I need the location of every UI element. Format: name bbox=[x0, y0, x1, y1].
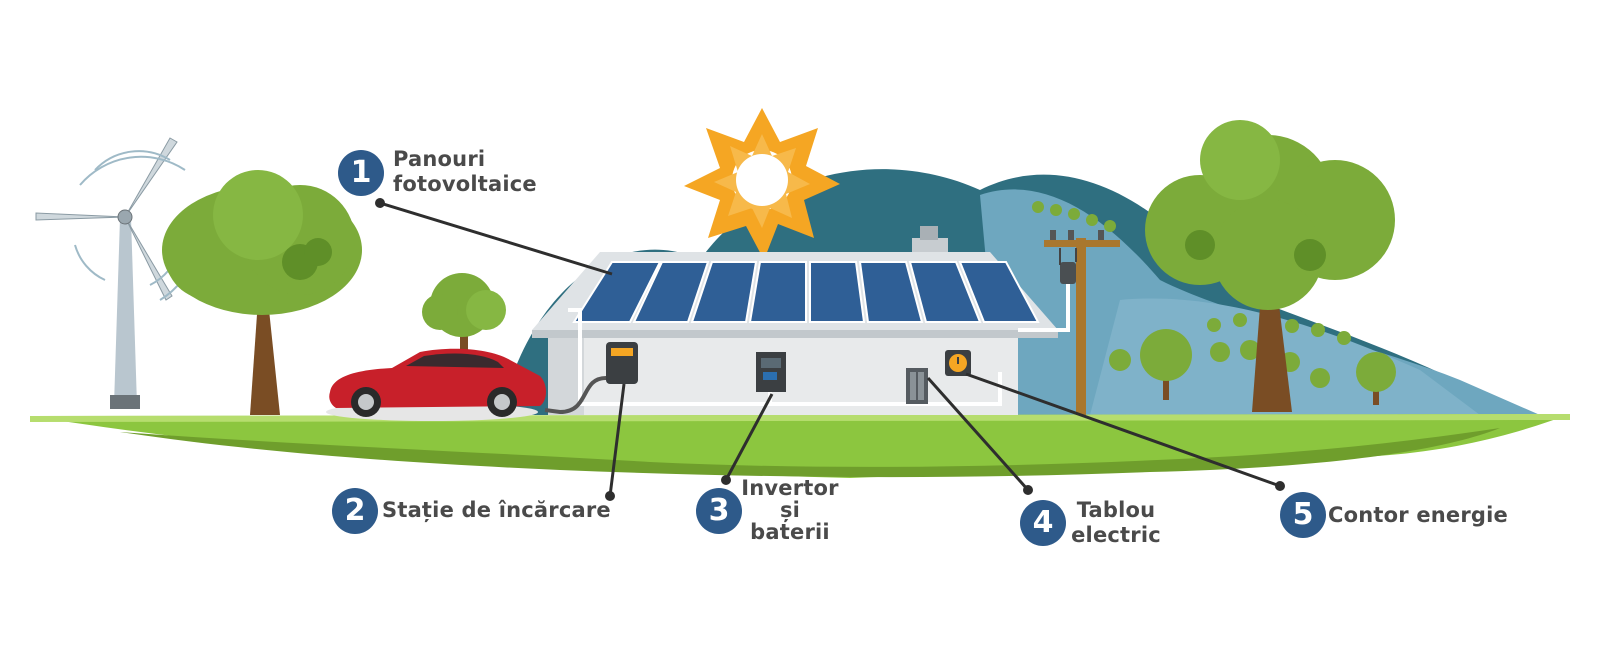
utility-pole bbox=[1018, 230, 1120, 415]
callout-label-1-line-2: fotovoltaice bbox=[393, 172, 537, 196]
callout-label-1-line-1: Panouri bbox=[393, 147, 486, 171]
inverter-icon bbox=[756, 352, 786, 392]
callout-badge-5: 5 bbox=[1280, 492, 1326, 538]
callout-label-4: Tablou electric bbox=[1062, 498, 1170, 548]
callout-line-2 bbox=[608, 383, 626, 497]
tree-right bbox=[1145, 120, 1395, 412]
callout-label-4-line-1: Tablou bbox=[1076, 498, 1156, 522]
callout-badge-2: 2 bbox=[332, 488, 378, 534]
callout-label-1: Panouri fotovoltaice bbox=[393, 147, 537, 197]
wind-turbine bbox=[35, 137, 196, 409]
sun-icon bbox=[684, 108, 840, 260]
tree-small bbox=[422, 273, 506, 370]
energy-meter-icon bbox=[945, 350, 971, 376]
callout-label-4-line-2: electric bbox=[1071, 523, 1161, 547]
trees-right-small bbox=[1140, 329, 1396, 405]
callout-label-5-line-1: Contor energie bbox=[1328, 503, 1508, 527]
callout-badge-4: 4 bbox=[1020, 500, 1066, 546]
solar-panels bbox=[572, 261, 1040, 323]
callout-dots bbox=[375, 198, 1285, 501]
ground bbox=[30, 414, 1570, 478]
callout-line-5 bbox=[965, 372, 1281, 488]
callout-lines bbox=[379, 201, 1281, 497]
callout-label-3-line-2: și bbox=[779, 498, 801, 522]
electrical-panel-icon bbox=[906, 368, 928, 404]
callout-label-3: Invertor și baterii bbox=[732, 477, 848, 543]
callout-label-2-line-1: Stație de încărcare bbox=[382, 498, 611, 522]
callout-line-3 bbox=[724, 393, 774, 481]
callout-label-5: Contor energie bbox=[1328, 503, 1508, 528]
car-icon bbox=[326, 348, 546, 421]
callout-badge-1: 1 bbox=[338, 150, 384, 196]
callout-label-2: Stație de încărcare bbox=[382, 498, 611, 523]
callout-label-3-line-3: baterii bbox=[750, 520, 830, 544]
callout-badge-3: 3 bbox=[696, 488, 742, 534]
callout-line-1 bbox=[379, 201, 613, 276]
charging-station-icon bbox=[544, 342, 638, 415]
callout-label-3-line-1: Invertor bbox=[741, 476, 839, 500]
tree-left bbox=[162, 170, 362, 415]
callout-line-4 bbox=[926, 377, 1030, 491]
